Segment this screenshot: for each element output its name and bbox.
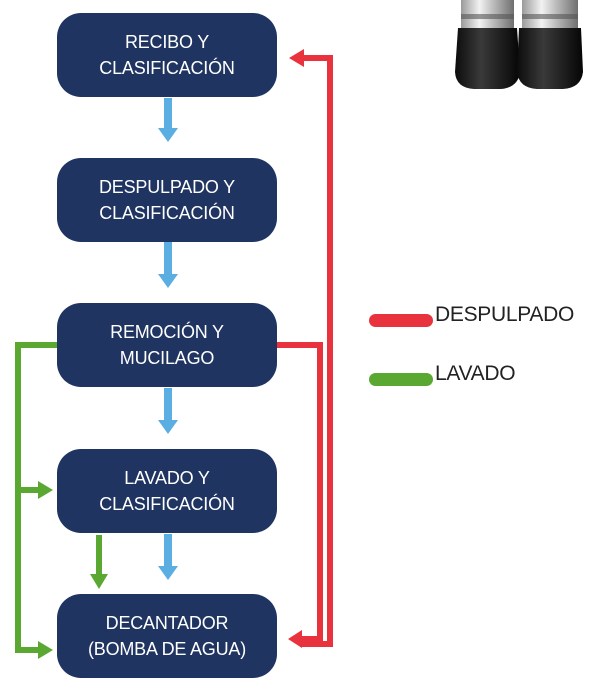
node-recibo: RECIBO Y CLASIFICACIÓN xyxy=(57,13,277,97)
lavado-arrowhead-down xyxy=(90,574,108,589)
node-decantador-line1: DECANTADOR xyxy=(105,613,229,633)
node-lavado-line2: CLASIFICACIÓN xyxy=(99,494,235,514)
node-decantador-line2: (BOMBA DE AGUA) xyxy=(87,639,247,659)
arrow-remocion-to-lavado xyxy=(158,388,178,434)
node-despulpado-line2: CLASIFICACIÓN xyxy=(99,203,235,223)
main-flow-arrows xyxy=(158,98,178,580)
arrow-despulpado-to-remocion xyxy=(158,242,178,288)
arrow-lavado-to-decantador xyxy=(158,534,178,580)
despulpado-arrowhead-decantador xyxy=(288,630,302,648)
lavado-arrowhead-decantador xyxy=(38,641,53,659)
despulpado-arrowhead-recibo xyxy=(289,49,304,67)
node-recibo-line2: CLASIFICACIÓN xyxy=(99,58,235,78)
node-remocion-line1: REMOCIÓN Y xyxy=(110,322,224,342)
node-remocion: REMOCIÓN Y MUCILAGO xyxy=(57,303,277,387)
despulpado-flow-lines xyxy=(277,55,333,644)
legend-label-despulpado: DESPULPADO xyxy=(435,303,574,326)
node-lavado-line1: LAVADO Y xyxy=(124,468,210,488)
arrow-recibo-to-despulpado xyxy=(158,98,178,142)
node-despulpado-line1: DESPULPADO Y xyxy=(99,177,235,197)
lavado-arrowhead-lavado xyxy=(38,481,53,499)
node-lavado: LAVADO Y CLASIFICACIÓN xyxy=(57,449,277,533)
machine-product-icon xyxy=(455,0,583,89)
legend-label-lavado: LAVADO xyxy=(435,362,516,385)
lavado-flow-lines xyxy=(15,342,102,653)
legend-swatch-lavado xyxy=(369,373,433,386)
node-despulpado: DESPULPADO Y CLASIFICACIÓN xyxy=(57,158,277,242)
node-recibo-line1: RECIBO Y xyxy=(124,32,210,52)
node-decantador: DECANTADOR (BOMBA DE AGUA) xyxy=(57,594,277,678)
legend-swatch-despulpado xyxy=(369,314,433,327)
node-remocion-line2: MUCILAGO xyxy=(119,348,215,368)
